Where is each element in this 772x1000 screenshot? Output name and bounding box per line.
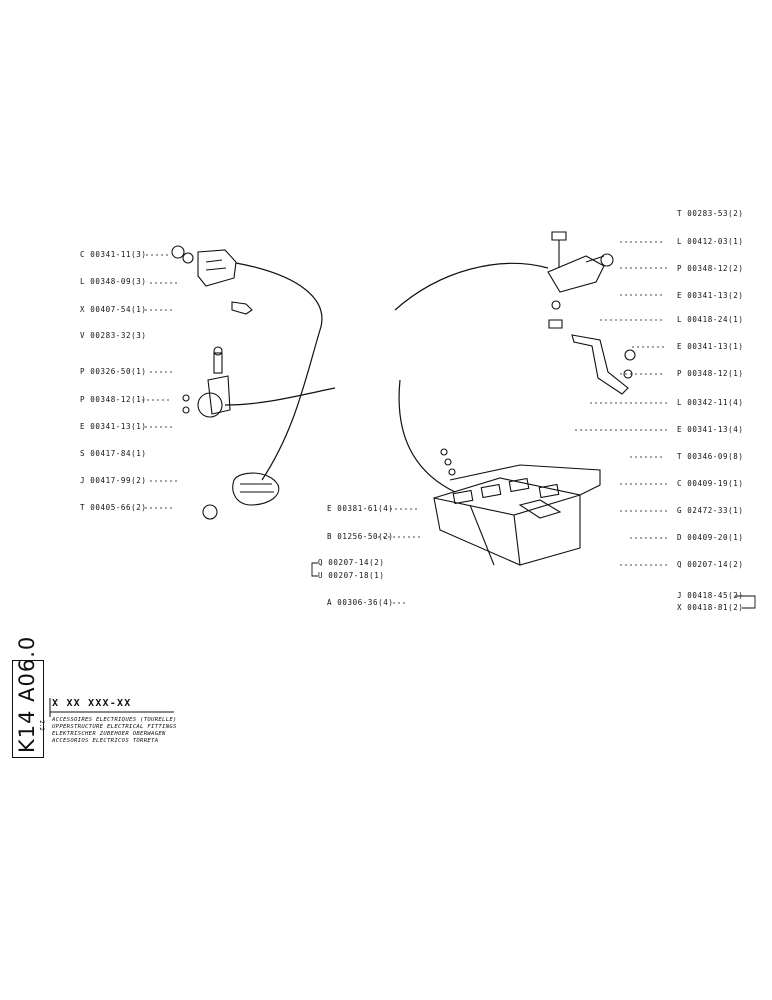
bracket [571,334,636,395]
callout-left-6: P 00348-12(1) [80,395,147,404]
battery-switch [547,231,614,329]
callout-right-10: T 00346-09(8) [677,452,744,461]
sheet-code-box: K14 A06.0 [12,636,44,758]
callout-right-12: G 02472-33(1) [677,506,744,515]
callout-left-7: E 00341-13(1) [80,422,147,431]
callout-left-3: X 00407-54(1) [80,305,147,314]
callout-left-9: J 00417-99(2) [80,476,147,485]
callout-right-6: E 00341-13(1) [677,342,744,351]
callout-center-2: B 01256-50(2) [327,532,394,541]
part-number: X XX XXX-XX [52,698,132,709]
callout-right-8: L 00342-11(4) [677,398,744,407]
battery [433,448,601,566]
callout-right-14: Q 00207-14(2) [677,560,744,569]
callout-right-9: E 00341-13(4) [677,425,744,434]
horn [182,346,231,418]
callout-right-15: J 00418-45(2) [677,591,744,600]
callout-right-4: E 00341-13(2) [677,291,744,300]
revision: 2.2 [37,720,45,731]
callout-left-1: C 00341-11(3) [80,250,147,259]
callout-left-8: S 00417-84(1) [80,449,147,458]
title-en: UPPERSTRUCTURE ELECTRICAL FITTINGS [52,724,177,730]
callout-right-7: P 00348-12(1) [677,369,744,378]
switch-top-left [171,245,253,315]
lamp [202,472,280,520]
title-fr: ACCESSOIRES ELECTRIQUES (TOURELLE) [52,717,177,723]
callout-center-5: A 00306-36(4) [327,598,394,607]
title-rule [49,698,174,717]
callout-center-4: U 00207-18(1) [318,571,385,580]
callout-right-11: C 00409-19(1) [677,479,744,488]
title-de: ELEKTRISCHER ZUBEHOER OBERWAGEN [52,731,166,737]
title-es: ACCESORIOS ELECTRICOS TORRETA [52,738,159,744]
callout-center-3: Q 00207-14(2) [318,558,385,567]
callout-left-4: V 00283-32(3) [80,331,147,340]
sheet-code: K14 A06.0 [15,635,39,753]
title-block: X XX XXX-XX 2.2 ACCESSOIRES ELECTRIQUES … [38,698,178,750]
callout-right-2: L 00412-03(1) [677,237,744,246]
callout-right-3: P 00348-12(2) [677,264,744,273]
callout-left-10: T 00405-66(2) [80,503,147,512]
callout-right-5: L 00418-24(1) [677,315,744,324]
callout-right-13: D 00409-20(1) [677,533,744,542]
callout-left-2: L 00348-09(3) [80,277,147,286]
callout-right-1: T 00283-53(2) [677,209,744,218]
callout-right-16: X 00418-81(2) [677,603,744,612]
callout-center-1: E 00381-61(4) [327,504,394,513]
callout-left-5: P 00326-50(1) [80,367,147,376]
